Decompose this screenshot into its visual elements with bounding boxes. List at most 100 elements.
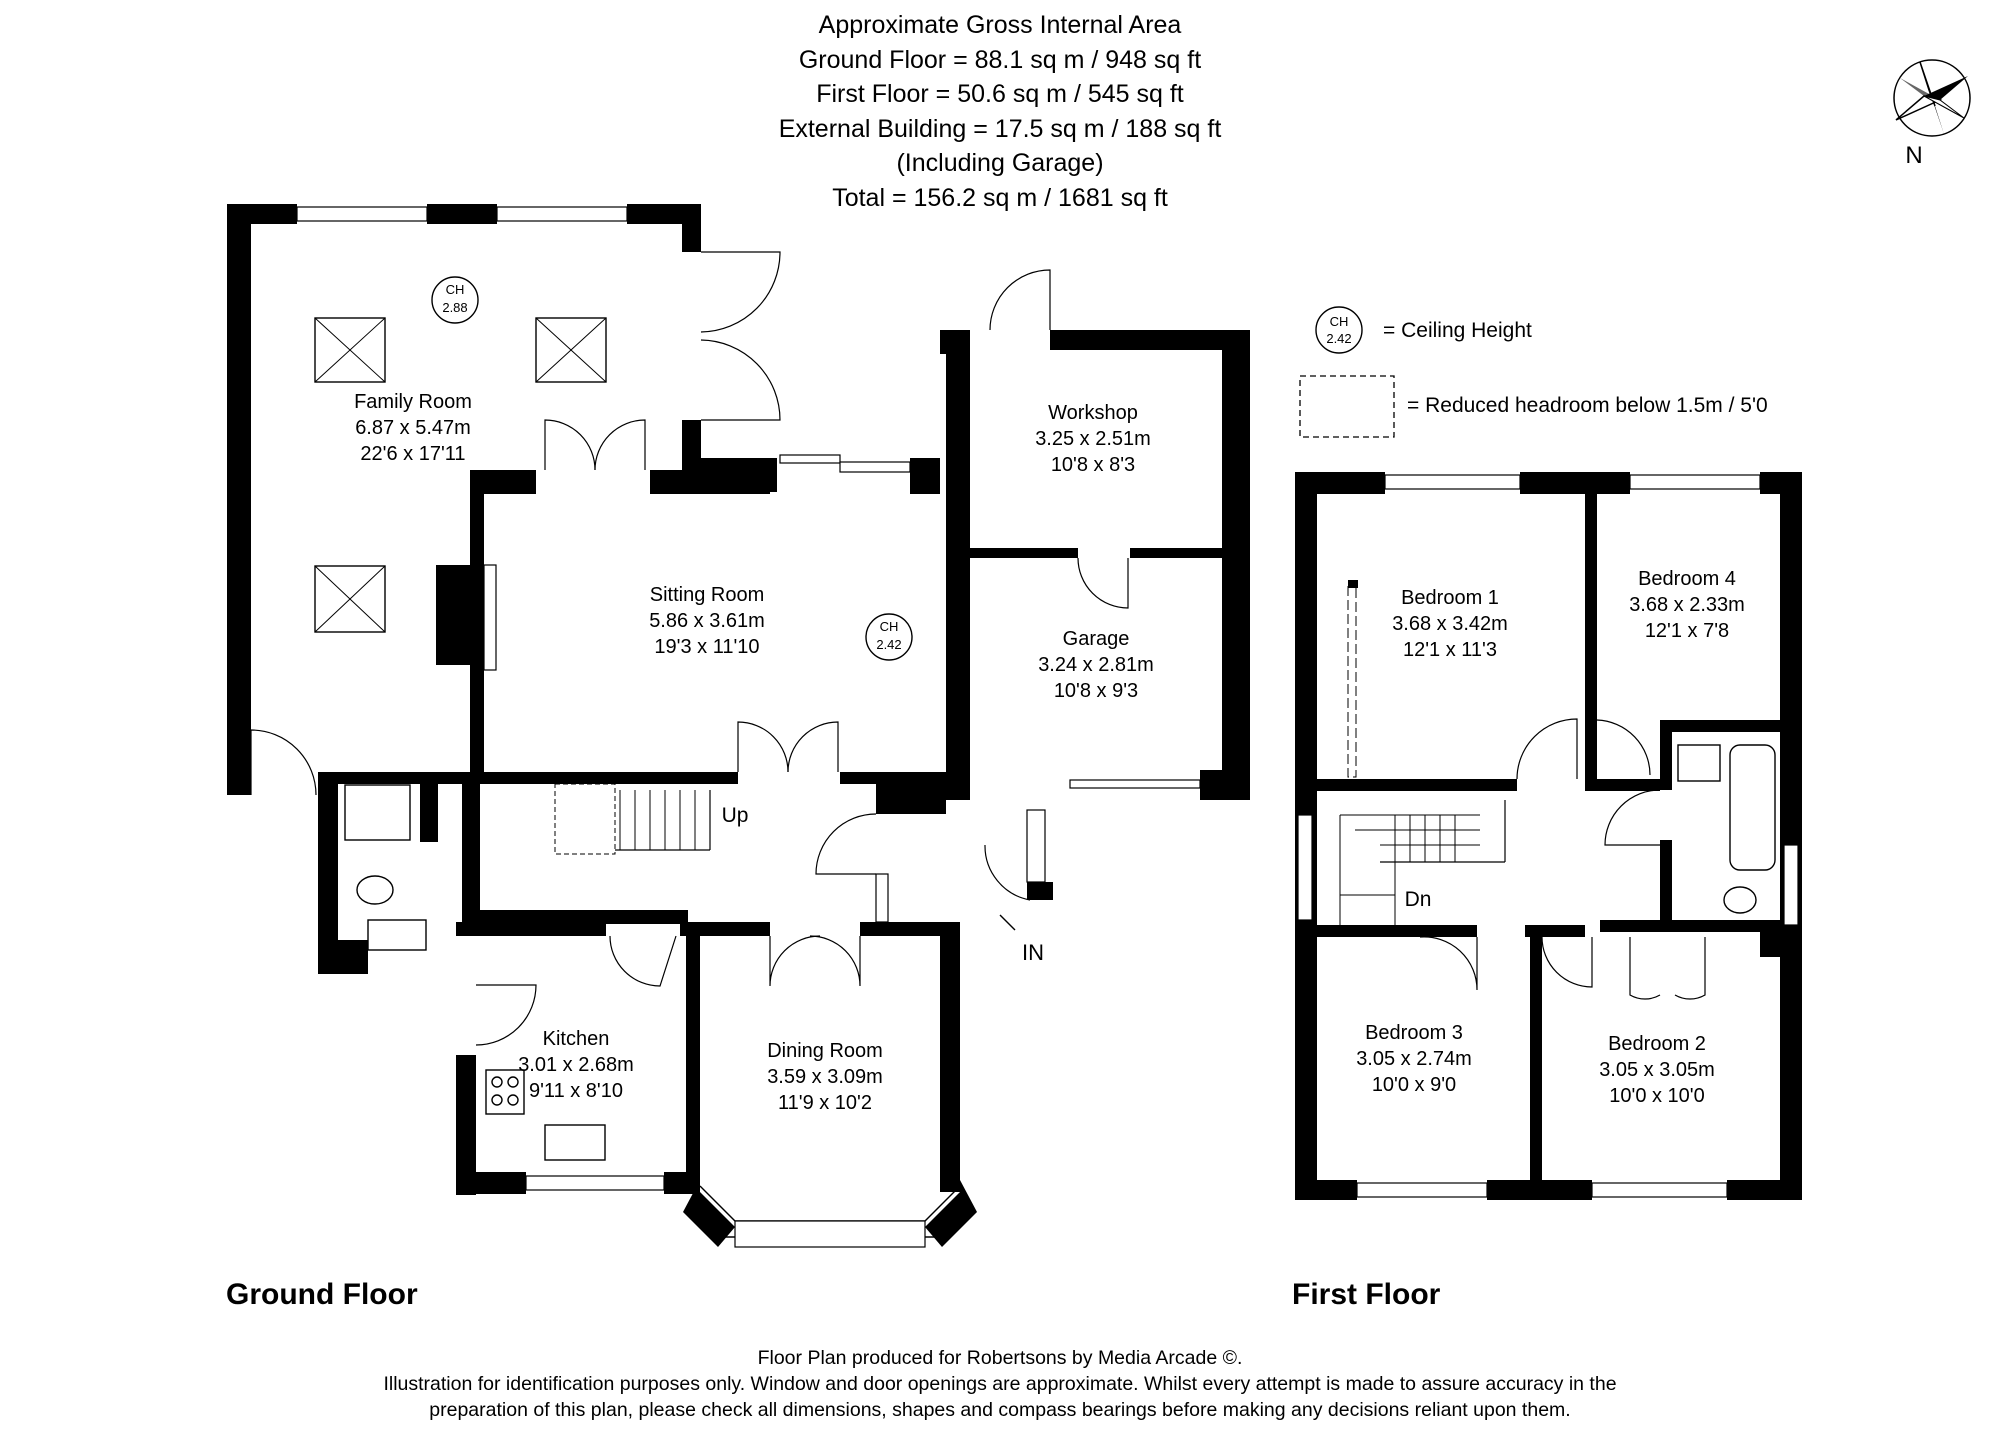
legend-ch-label: CH (1330, 314, 1349, 329)
ground-floor-title: Ground Floor (226, 1278, 418, 1311)
bedroom1-metric: 3.68 x 3.42m (1392, 613, 1508, 635)
sitting-room-south-wall (318, 772, 738, 784)
workshop-garage-east-wall (1222, 330, 1250, 800)
legend-ch-value: 2.42 (1326, 331, 1351, 346)
svg-text:CH: CH (446, 282, 465, 297)
wardrobe (1347, 581, 1357, 778)
dining-room-label: Dining Room 3.59 x 3.09m 11'9 x 10'2 (767, 1040, 883, 1114)
kitchen-name: Kitchen (543, 1028, 610, 1050)
workshop-door (989, 269, 1051, 331)
bedroom2-window (1591, 1182, 1728, 1198)
family-room-imperial: 22'6 x 17'11 (360, 443, 465, 465)
bathroom-door (1604, 789, 1661, 846)
family-room-name: Family Room (354, 391, 472, 413)
including-garage-note: (Including Garage) (896, 149, 1104, 177)
family-room-window (496, 206, 628, 222)
svg-text:2.88: 2.88 (442, 300, 467, 315)
garage-internal-door (1077, 557, 1129, 609)
compass-north-label: N (1905, 142, 1922, 169)
dining-room-metric: 3.59 x 3.09m (767, 1066, 883, 1088)
credit-line: Floor Plan produced for Robertsons by Me… (757, 1347, 1243, 1369)
door (815, 813, 877, 875)
bathroom-toilet-icon (1723, 886, 1757, 914)
bedroom2-label: Bedroom 2 3.05 x 3.05m 10'0 x 10'0 (1599, 1033, 1715, 1107)
bedroom2-imperial: 10'0 x 10'0 (1609, 1085, 1705, 1107)
disclaimer-line-2: preparation of this plan, please check a… (429, 1399, 1571, 1421)
bedroom1-bedroom4-partition (1585, 494, 1597, 779)
bedroom3-label: Bedroom 3 3.05 x 2.74m 10'0 x 9'0 (1356, 1022, 1472, 1096)
bathroom-basin-icon (1677, 744, 1721, 782)
family-room-metric: 6.87 x 5.47m (355, 417, 471, 439)
svg-text:2.42: 2.42 (876, 637, 901, 652)
disclaimer-line-1: Illustration for identification purposes… (383, 1373, 1617, 1395)
sitting-room-imperial: 19'3 x 11'10 (654, 636, 759, 658)
bedroom4-name: Bedroom 4 (1638, 568, 1736, 590)
dining-room-name: Dining Room (767, 1040, 883, 1062)
bedroom4-door (1596, 719, 1651, 776)
basin-icon (367, 919, 427, 951)
family-room-west-wall (227, 204, 251, 795)
bedroom3-door (1419, 936, 1478, 991)
garage-door (1069, 779, 1201, 789)
double-door (544, 419, 596, 471)
total-area: Total = 156.2 sq m / 1681 sq ft (832, 183, 1168, 212)
door (609, 935, 677, 987)
ceiling-height-legend-text: = Ceiling Height (1383, 319, 1532, 342)
bedroom1-name: Bedroom 1 (1401, 587, 1499, 609)
ceiling-height-legend: CH 2.42 (1315, 306, 1363, 354)
bedroom3-bedroom2-partition (1530, 925, 1542, 1180)
area-heading: Approximate Gross Internal Area (818, 11, 1182, 39)
kitchen-back-door (475, 984, 537, 1046)
dining-room-imperial: 11'9 x 10'2 (778, 1092, 872, 1114)
workshop-garage-west-wall (946, 330, 970, 800)
first-floor-title: First Floor (1292, 1278, 1441, 1311)
workshop-metric: 3.25 x 2.51m (1035, 428, 1151, 450)
bedroom1-imperial: 12'1 x 11'3 (1403, 639, 1497, 661)
stairs-up-label: Up (722, 804, 749, 827)
entrance-arrow-icon (999, 914, 1016, 931)
bedroom4-metric: 3.68 x 2.33m (1629, 594, 1745, 616)
area-summary: Approximate Gross Internal Area Ground F… (0, 8, 2000, 215)
double-door (787, 721, 839, 773)
bedroom4-label: Bedroom 4 3.68 x 2.33m 12'1 x 7'8 (1629, 568, 1745, 642)
french-door (700, 251, 781, 333)
garage-metric: 3.24 x 2.81m (1038, 654, 1154, 676)
french-door (700, 339, 781, 421)
skylight (535, 317, 607, 383)
bedroom4-window (1629, 474, 1761, 490)
entrance-label: IN (1022, 940, 1044, 965)
staircase (1339, 800, 1506, 925)
bedroom3-imperial: 10'0 x 9'0 (1372, 1074, 1456, 1096)
family-room-label: CH 2.88 Family Room 6.87 x 5.47m 22'6 x … (354, 276, 479, 465)
bedroom4-imperial: 12'1 x 7'8 (1645, 620, 1729, 642)
family-room-window (296, 206, 428, 222)
cupboard-door (1629, 937, 1661, 1000)
reduced-headroom-legend-box (1299, 375, 1395, 438)
bedroom3-window (1356, 1182, 1488, 1198)
sitting-room-label: Sitting Room 5.86 x 3.61m 19'3 x 11'10 C… (649, 584, 913, 661)
kitchen-metric: 3.01 x 2.68m (518, 1054, 634, 1076)
sitting-room-metric: 5.86 x 3.61m (649, 610, 765, 632)
bedroom2-door (1541, 936, 1593, 988)
bedroom1-label: Bedroom 1 3.68 x 3.42m 12'1 x 11'3 (1392, 587, 1508, 661)
hall-window (1026, 809, 1046, 883)
svg-text:CH: CH (880, 619, 899, 634)
double-door (809, 935, 861, 987)
staircase (554, 783, 711, 855)
workshop-label: Workshop 3.25 x 2.51m 10'8 x 8'3 (1035, 402, 1151, 476)
kitchen-imperial: 9'11 x 8'10 (529, 1080, 623, 1102)
external-building-area: External Building = 17.5 sq m / 188 sq f… (778, 114, 1222, 143)
sitting-room-name: Sitting Room (650, 584, 765, 606)
wc-west-wall (318, 772, 338, 974)
front-door (984, 844, 1031, 901)
bedroom1-door (1516, 718, 1578, 780)
first-floor-east-wall (1780, 472, 1802, 1200)
kitchen-west-wall (456, 1055, 476, 1195)
first-floor-area: First Floor = 50.6 sq m / 545 sq ft (816, 80, 1184, 108)
family-sitting-partition (470, 470, 484, 780)
kitchen-window (525, 1175, 665, 1191)
workshop-north-wall (1050, 330, 1250, 350)
family-room-north-wall (227, 204, 297, 224)
landing-window (1297, 814, 1313, 921)
